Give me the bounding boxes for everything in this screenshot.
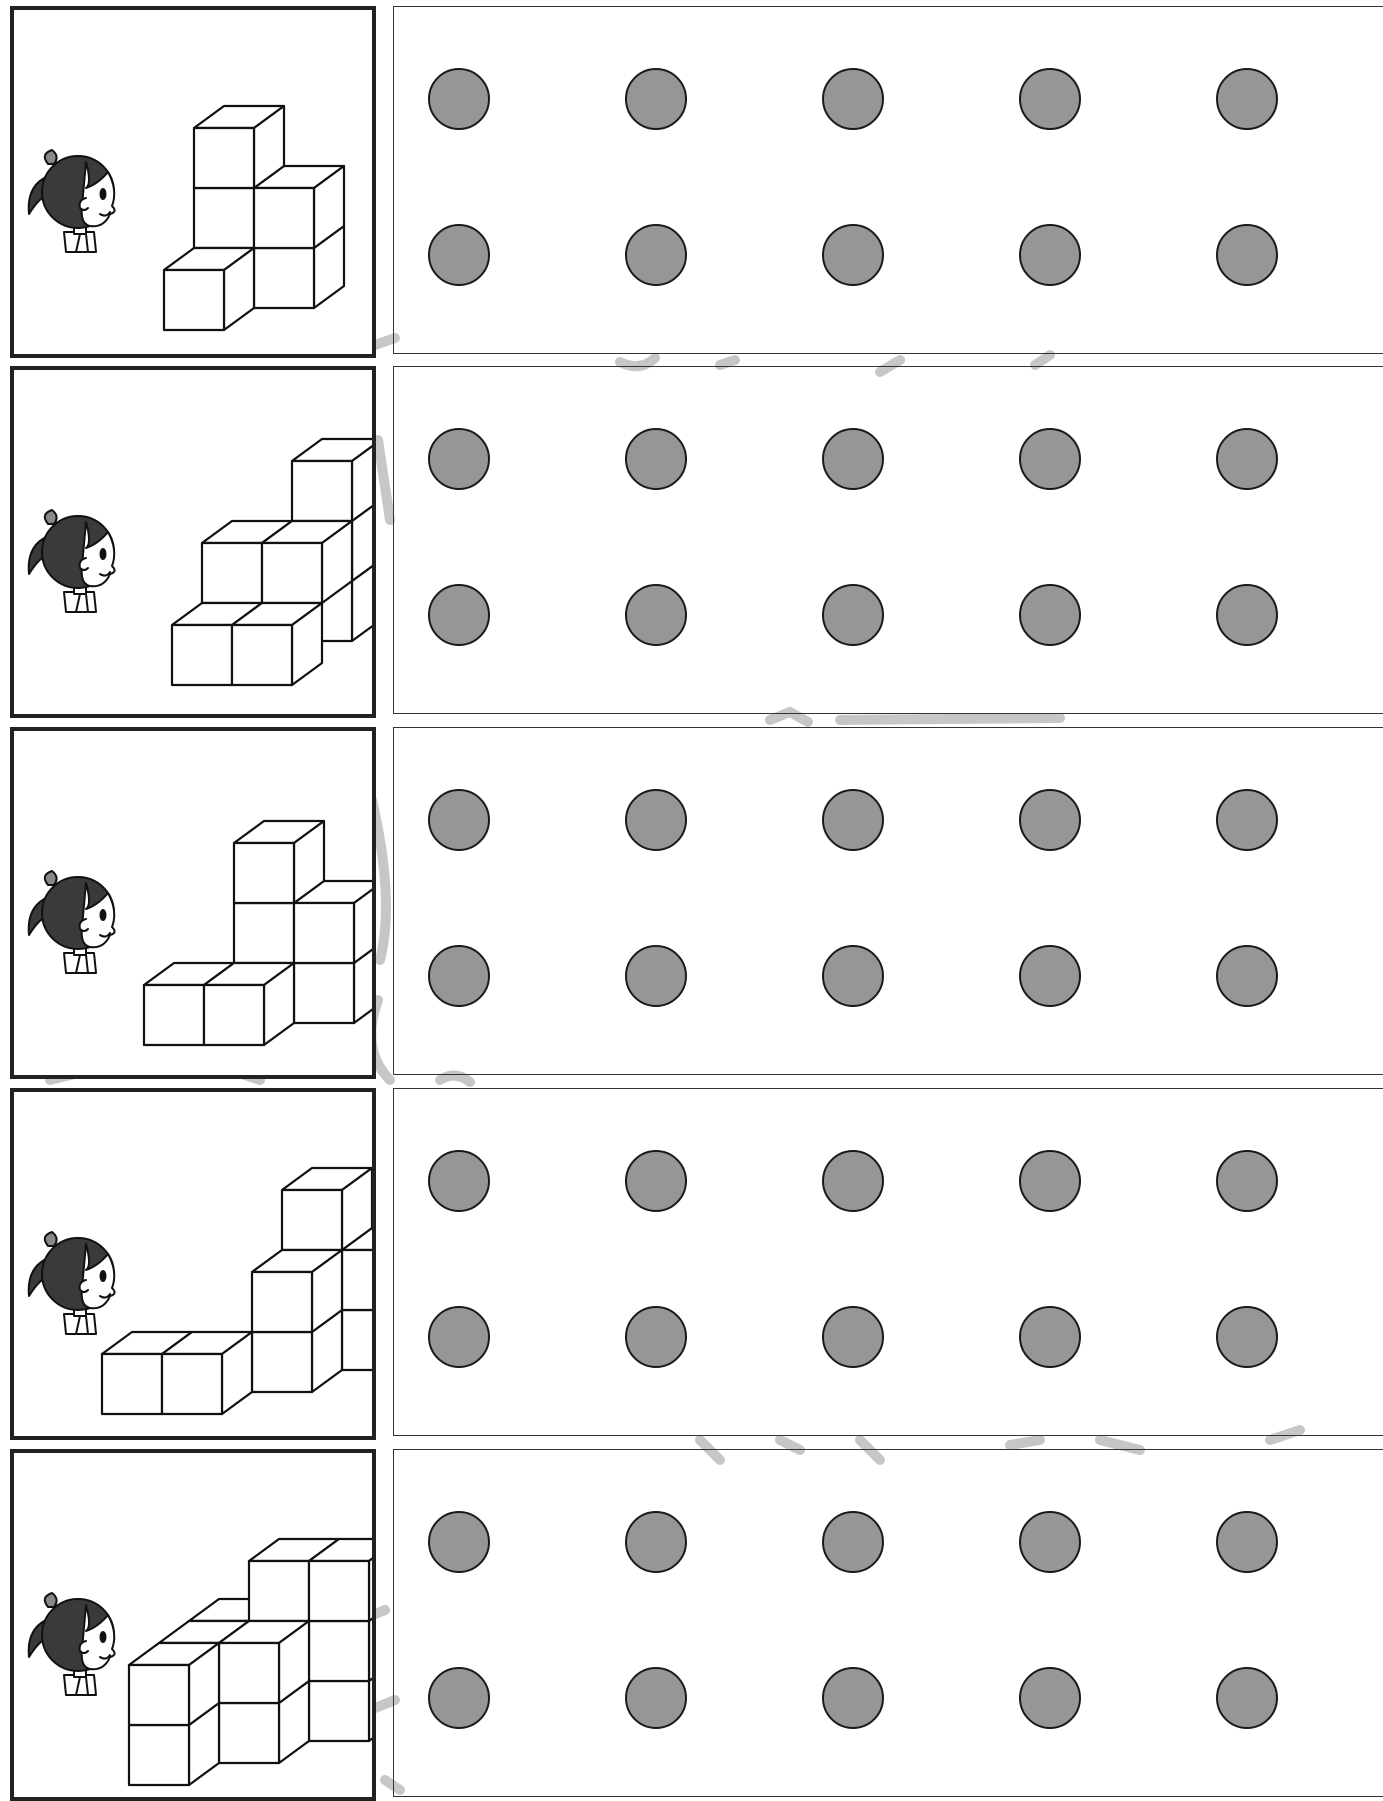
worksheet-row-5 xyxy=(0,1449,1383,1799)
dot xyxy=(822,945,884,1007)
cube xyxy=(129,1643,219,1725)
dot xyxy=(1216,945,1278,1007)
dot xyxy=(1019,584,1081,646)
cube xyxy=(234,821,324,903)
figure-canvas xyxy=(14,10,372,354)
cube xyxy=(162,1332,252,1414)
cube-stack-2-icon xyxy=(172,439,372,685)
dot xyxy=(1019,945,1081,1007)
cube xyxy=(282,1168,372,1250)
dot xyxy=(822,1511,884,1573)
dot xyxy=(1019,1511,1081,1573)
cube xyxy=(232,603,322,685)
dot xyxy=(1019,68,1081,130)
dot xyxy=(822,1306,884,1368)
dot xyxy=(822,1667,884,1729)
dot xyxy=(428,224,490,286)
dot xyxy=(1216,224,1278,286)
cube-stack-5-icon xyxy=(129,1539,372,1785)
girl-observer-icon xyxy=(29,1593,115,1695)
dot xyxy=(625,789,687,851)
dot xyxy=(1019,1306,1081,1368)
worksheet-row-2 xyxy=(0,366,1383,716)
girl-observer-icon xyxy=(29,510,115,612)
dot xyxy=(822,584,884,646)
dot xyxy=(428,68,490,130)
dot xyxy=(428,1511,490,1573)
cube xyxy=(194,106,284,188)
cube-stack-1-icon xyxy=(164,106,344,330)
dot xyxy=(625,1667,687,1729)
dot xyxy=(1216,1511,1278,1573)
dot-grid-panel xyxy=(393,727,1383,1075)
dot-grid-panel xyxy=(393,6,1383,354)
dot xyxy=(1216,789,1278,851)
girl-observer-icon xyxy=(29,871,115,973)
dot xyxy=(822,1150,884,1212)
dot xyxy=(822,68,884,130)
dot xyxy=(822,224,884,286)
dot xyxy=(625,1150,687,1212)
figure-panel xyxy=(10,1088,376,1440)
dot xyxy=(625,1306,687,1368)
figure-canvas xyxy=(14,1453,372,1797)
dot xyxy=(1216,584,1278,646)
dot xyxy=(428,1306,490,1368)
figure-canvas xyxy=(14,1092,372,1436)
dot-grid-panel xyxy=(393,366,1383,714)
dot-grid-panel xyxy=(393,1449,1383,1797)
dot xyxy=(428,428,490,490)
cube xyxy=(164,248,254,330)
dot xyxy=(1216,428,1278,490)
dot xyxy=(1216,1150,1278,1212)
dot xyxy=(1216,1306,1278,1368)
dot xyxy=(1216,1667,1278,1729)
dot xyxy=(625,224,687,286)
cube-stack-3-icon xyxy=(144,821,372,1045)
dot xyxy=(625,945,687,1007)
worksheet-row-4 xyxy=(0,1088,1383,1438)
cube xyxy=(219,1621,309,1703)
figure-canvas xyxy=(14,370,372,714)
worksheet-row-3 xyxy=(0,727,1383,1077)
dot xyxy=(1019,224,1081,286)
figure-panel xyxy=(10,727,376,1079)
figure-panel xyxy=(10,366,376,718)
cube xyxy=(252,1250,342,1332)
dot xyxy=(1019,428,1081,490)
dot xyxy=(428,945,490,1007)
dot-grid-panel xyxy=(393,1088,1383,1436)
dot xyxy=(428,1150,490,1212)
dot xyxy=(625,68,687,130)
girl-observer-icon xyxy=(29,150,115,252)
figure-canvas xyxy=(14,731,372,1075)
dot xyxy=(1019,789,1081,851)
figure-panel xyxy=(10,6,376,358)
cube xyxy=(204,963,294,1045)
girl-observer-icon xyxy=(29,1232,115,1334)
dot xyxy=(625,584,687,646)
cube xyxy=(262,521,352,603)
cube-stack-4-icon xyxy=(102,1168,372,1414)
dot xyxy=(822,428,884,490)
dot xyxy=(1019,1150,1081,1212)
dot xyxy=(428,584,490,646)
dot xyxy=(625,428,687,490)
dot xyxy=(428,1667,490,1729)
dot xyxy=(428,789,490,851)
dot xyxy=(625,1511,687,1573)
cube xyxy=(292,439,372,521)
dot xyxy=(1216,68,1278,130)
dot xyxy=(1019,1667,1081,1729)
worksheet-row-1 xyxy=(0,6,1383,356)
dot xyxy=(822,789,884,851)
figure-panel xyxy=(10,1449,376,1801)
